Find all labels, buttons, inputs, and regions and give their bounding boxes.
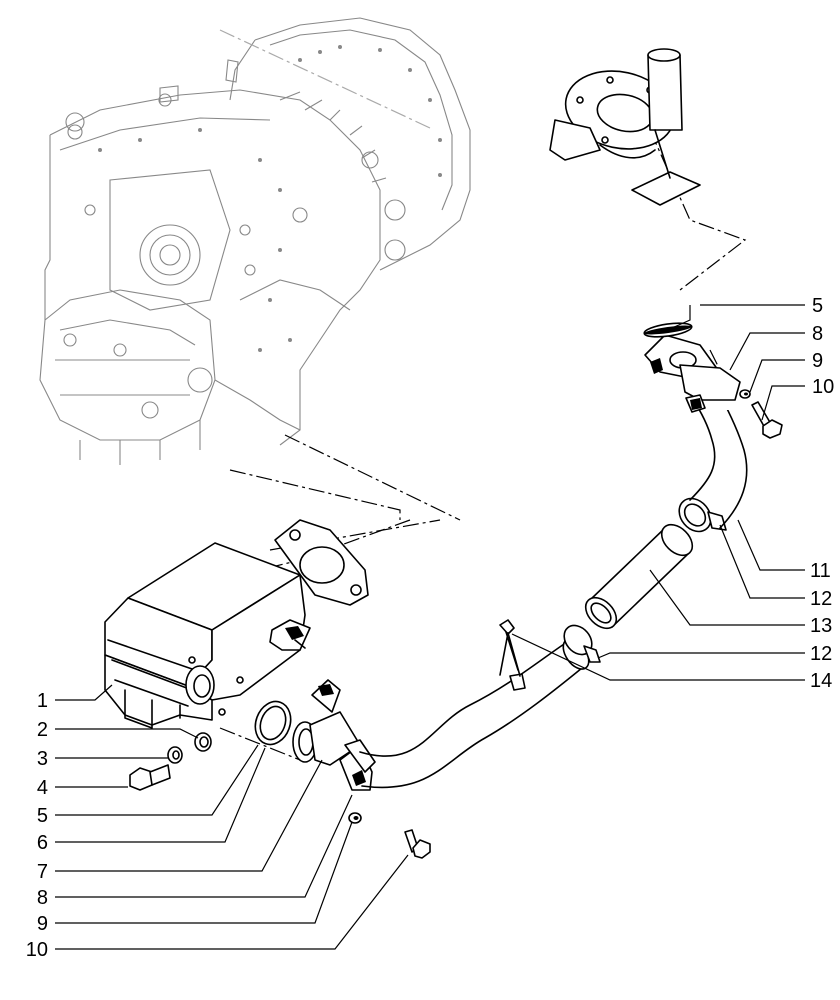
bolt-4 bbox=[129, 764, 171, 791]
gasket-5-upper bbox=[643, 322, 693, 338]
callout-8: 8 bbox=[37, 887, 48, 909]
callout-14: 14 bbox=[810, 670, 832, 692]
callout-11: 11 bbox=[810, 560, 831, 582]
callout-4: 4 bbox=[37, 777, 48, 799]
callout-5-right: 5 bbox=[812, 295, 823, 317]
tank-flange-inlet bbox=[549, 48, 701, 206]
callout-9: 9 bbox=[37, 913, 48, 935]
lower-clamp-assembly bbox=[292, 679, 376, 791]
callout-2: 2 bbox=[37, 719, 48, 741]
callout-labels-right: 5 8 9 10 11 12 13 12 14 bbox=[810, 295, 834, 692]
callout-12-lower: 12 bbox=[810, 643, 832, 665]
callout-10: 10 bbox=[26, 939, 48, 961]
breather-vent-14 bbox=[499, 619, 526, 691]
callout-6: 6 bbox=[37, 832, 48, 854]
bolt-10-lower bbox=[404, 829, 431, 859]
hose-clamp-lower bbox=[563, 624, 601, 663]
leaders-right bbox=[511, 304, 805, 681]
o-ring-6 bbox=[254, 700, 292, 746]
callout-7: 7 bbox=[37, 861, 48, 883]
callout-labels-left: 1 2 3 4 5 6 7 8 9 10 bbox=[26, 690, 48, 961]
callout-9-right: 9 bbox=[812, 350, 823, 372]
flange-gasket bbox=[274, 519, 369, 606]
callout-8-right: 8 bbox=[812, 323, 823, 345]
washer-9-lower bbox=[348, 812, 362, 824]
callout-5: 5 bbox=[37, 805, 48, 827]
bolt-10-upper bbox=[751, 401, 783, 439]
callout-1: 1 bbox=[37, 690, 48, 712]
callout-3: 3 bbox=[37, 748, 48, 770]
washer-2 bbox=[194, 732, 212, 752]
upper-clamp-assembly bbox=[644, 334, 741, 413]
lower-pipe bbox=[359, 638, 590, 789]
transmission-housing bbox=[39, 17, 471, 465]
washer-9-upper bbox=[739, 389, 751, 399]
callout-12-upper: 12 bbox=[810, 588, 832, 610]
washer-3 bbox=[167, 746, 183, 764]
rubber-hose bbox=[584, 523, 694, 630]
callout-10-right: 10 bbox=[812, 376, 834, 398]
callout-13: 13 bbox=[810, 615, 832, 637]
filter-housing-block bbox=[104, 542, 311, 729]
leaders-left bbox=[55, 684, 409, 950]
